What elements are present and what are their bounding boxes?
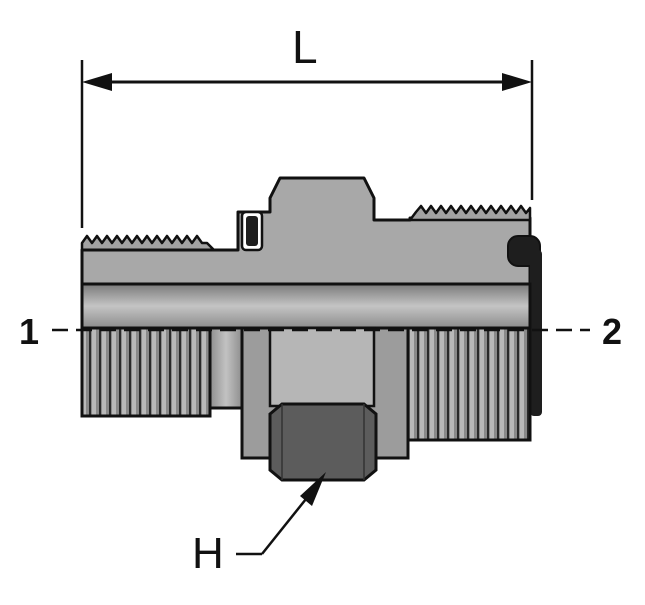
- port-label-2: 2: [602, 311, 623, 352]
- hex-label-H: H: [192, 529, 224, 578]
- left-thread-teeth: [80, 234, 216, 252]
- leader-H: [236, 472, 326, 556]
- seal-face: [530, 250, 542, 416]
- groove-shadow: [246, 216, 258, 246]
- o-ring-seal: [507, 235, 542, 416]
- bore-band: [80, 282, 532, 330]
- left-thread: [80, 326, 212, 418]
- left-neck: [208, 326, 244, 410]
- port-label-1: 1: [19, 311, 40, 352]
- right-thread: [406, 326, 532, 442]
- upper-profile: [80, 176, 532, 286]
- hex-flat-upper: [268, 326, 376, 408]
- dimension-L: [80, 60, 534, 228]
- right-thread-teeth: [408, 204, 532, 222]
- leader-arrow-icon: [300, 472, 326, 506]
- dimension-label-L: L: [292, 21, 318, 73]
- arrowhead-right-icon: [502, 73, 532, 91]
- hex-face: [268, 402, 378, 482]
- arrowhead-left-icon: [82, 73, 112, 91]
- leader-line: [261, 493, 311, 555]
- fitting-upper-body: [80, 176, 532, 286]
